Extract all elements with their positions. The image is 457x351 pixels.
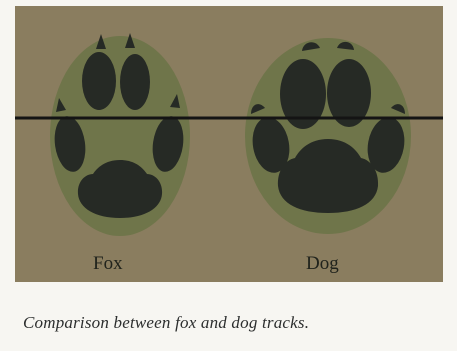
track-comparison-figure: Fox Dog	[15, 6, 443, 282]
fox-toe-pad	[120, 54, 150, 110]
dog-label: Dog	[306, 253, 339, 275]
tracks-illustration	[15, 6, 443, 282]
fox-toe-pad	[82, 52, 116, 110]
figure-caption: Comparison between fox and dog tracks.	[23, 313, 309, 333]
fox-label: Fox	[93, 253, 123, 275]
fox-track	[50, 33, 190, 236]
dog-track	[245, 38, 411, 234]
